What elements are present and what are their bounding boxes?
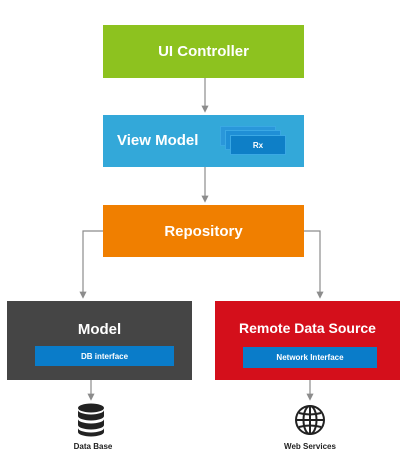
ui-controller-label: UI Controller [158,43,249,60]
repository-node: Repository [103,205,304,257]
remote-data-source-label: Remote Data Source [239,320,376,336]
rx-badge: Rx [230,135,286,155]
rx-label: Rx [252,140,264,150]
ui-controller-node: UI Controller [103,25,304,78]
remote-data-source-node: Remote Data Source Network Interface [215,301,400,380]
db-interface-label: DB interface [80,351,129,361]
db-interface-bar: DB interface [35,346,174,366]
arrow-repository-to-model [79,230,103,299]
arrow-repository-to-remote [304,230,324,299]
rx-stack: Rx [218,126,290,158]
network-interface-bar: Network Interface [243,347,377,368]
view-model-label: View Model [117,132,199,149]
web-services-caption: Web Services [284,442,336,451]
view-model-node: View Model Rx [103,115,304,167]
model-node: Model DB interface [7,301,192,380]
database-caption: Data Base [73,442,113,451]
repository-label: Repository [164,222,243,240]
globe-icon [294,404,326,441]
model-label: Model [77,321,122,338]
database-icon [76,403,106,442]
network-interface-label: Network Interface [276,353,344,362]
